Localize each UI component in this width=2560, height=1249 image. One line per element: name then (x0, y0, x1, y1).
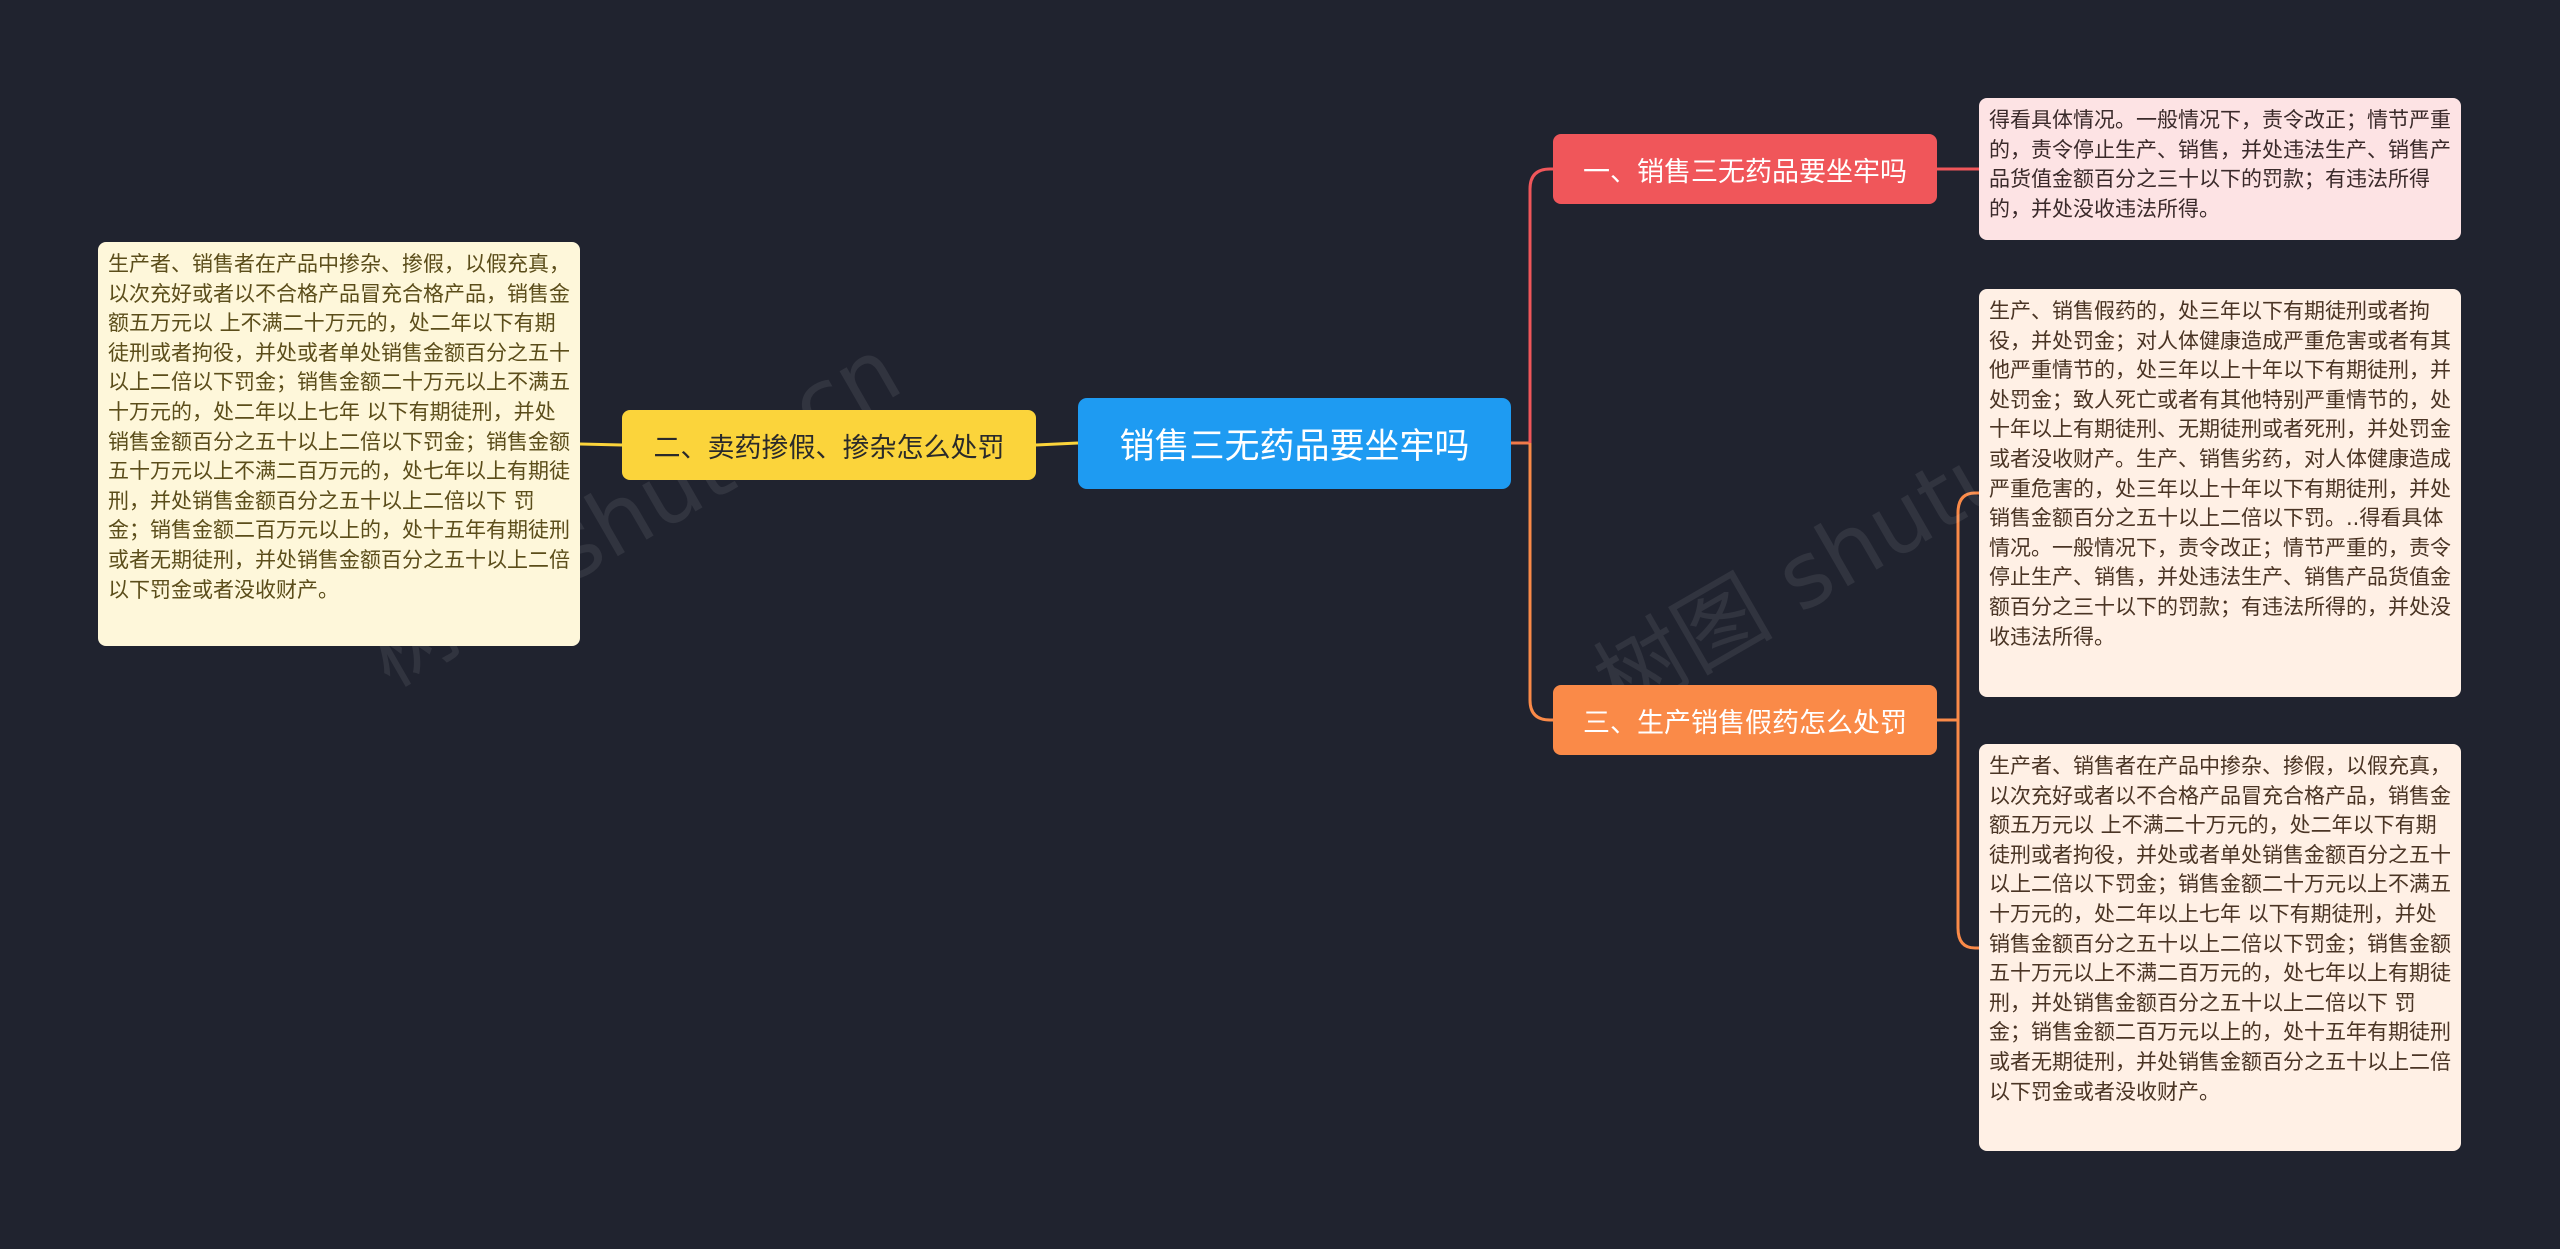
connector-center-branch-1 (1528, 167, 1553, 443)
connector-branch-3-leaf-4 (1956, 720, 1979, 950)
connector-center-branch-3 (1528, 443, 1553, 722)
leaf-topic-3[interactable]: 生产、销售假药的，处三年以下有期徒刑或者拘役，并处罚金；对人体健康造成严重危害或… (1979, 289, 2461, 697)
branch-topic-1[interactable]: 一、销售三无药品要坐牢吗 (1553, 134, 1937, 204)
connector-branch-3-leaf-3 (1956, 491, 1979, 720)
center-topic[interactable]: 销售三无药品要坐牢吗 (1078, 398, 1511, 489)
leaf-topic-1[interactable]: 得看具体情况。一般情况下，责令改正；情节严重的，责令停止生产、销售，并处违法生产… (1979, 98, 2461, 240)
connector-branch-2-leaf-2 (579, 442, 623, 447)
leaf-topic-4[interactable]: 生产者、销售者在产品中掺杂、掺假，以假充真，以次充好或者以不合格产品冒充合格产品… (1979, 744, 2461, 1151)
connector-center-branch-2 (1035, 441, 1079, 447)
leaf-topic-2[interactable]: 生产者、销售者在产品中掺杂、掺假，以假充真，以次充好或者以不合格产品冒充合格产品… (98, 242, 580, 646)
branch-topic-3[interactable]: 三、生产销售假药怎么处罚 (1553, 685, 1937, 755)
branch-topic-2[interactable]: 二、卖药掺假、掺杂怎么处罚 (622, 410, 1036, 480)
